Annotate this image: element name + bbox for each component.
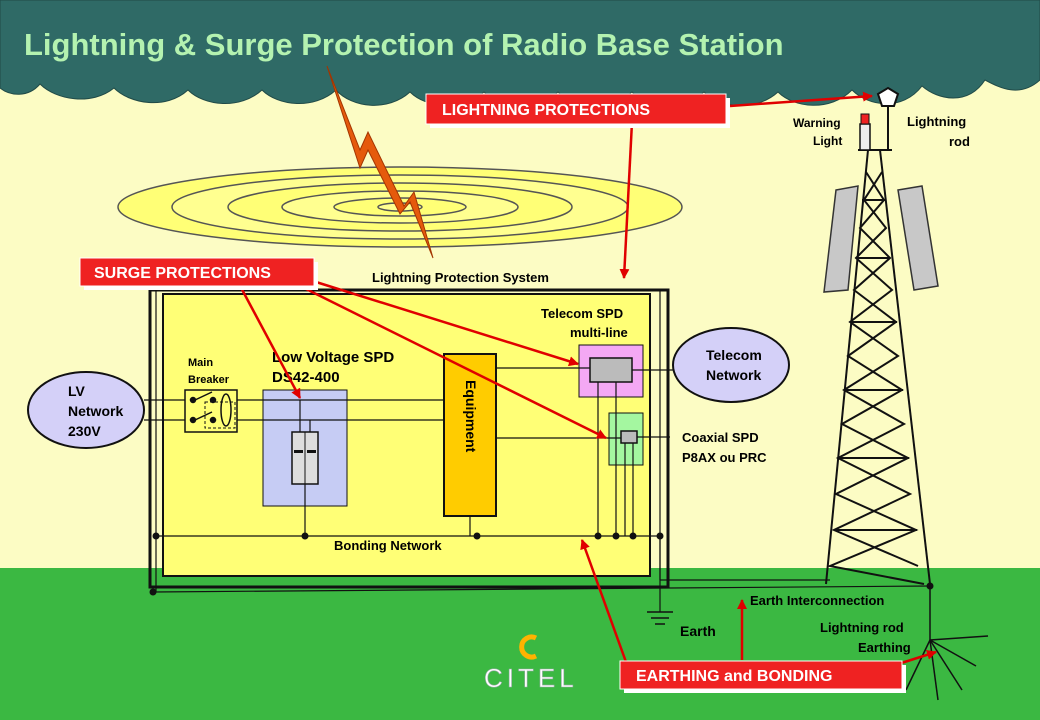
building <box>162 293 651 577</box>
citel-logo-text: CITEL <box>484 663 578 693</box>
lightning-rod-line-1: Lightning <box>907 114 966 129</box>
antenna-panel-right <box>897 185 939 291</box>
breaker-switch-icon <box>189 391 236 429</box>
radio-tower <box>825 106 931 585</box>
earth-label: Earth <box>680 623 716 639</box>
earth-ground-icon <box>647 611 673 625</box>
lv-spd-line-2: DS42-400 <box>272 369 340 386</box>
telecom-network-line-1: Telecom <box>706 347 762 363</box>
lv-network-line-3: 230V <box>68 423 101 439</box>
callout-arrows <box>236 91 937 668</box>
page-title: Lightning & Surge Protection of Radio Ba… <box>24 27 784 62</box>
warning-light-line-1: Warning <box>793 116 841 130</box>
telecom-network-line-2: Network <box>706 367 761 383</box>
coaxial-spd-line-1: Coaxial SPD <box>682 430 759 445</box>
coaxial-spd-line-2: P8AX ou PRC <box>682 450 767 465</box>
label-surge-protections: SURGE PROTECTIONS <box>79 257 318 290</box>
lightning-rod-line-2: rod <box>949 134 970 149</box>
earth-interconnection-label: Earth Interconnection <box>750 593 884 608</box>
rod-earthing-line-1: Lightning rod <box>820 620 904 635</box>
coaxial-spd-module-icon <box>620 430 638 444</box>
antenna-panel-left <box>823 185 859 293</box>
warning-light-line-2: Light <box>813 134 842 148</box>
rod-earthing-line-2: Earthing <box>858 640 911 655</box>
bonding-network-label: Bonding Network <box>334 538 442 553</box>
lv-spd-module-icon <box>291 431 319 485</box>
junction-dots <box>149 532 934 596</box>
lv-spd-line-1: Low Voltage SPD <box>272 349 394 366</box>
telecom-spd-line-1: Telecom SPD <box>541 306 623 321</box>
wiring <box>144 290 931 612</box>
label-lightning-protections: LIGHTNING PROTECTIONS <box>425 93 730 128</box>
lightning-rod-icon <box>876 86 900 107</box>
main-breaker-line-2: Breaker <box>188 374 230 386</box>
telecom-spd-module-icon <box>589 357 633 383</box>
lightning-protections-text: LIGHTNING PROTECTIONS <box>442 102 650 119</box>
warning-light-icon <box>859 113 871 151</box>
lps-label: Lightning Protection System <box>372 270 549 285</box>
equipment-label: Equipment <box>463 380 479 453</box>
lv-network-line-2: Network <box>68 403 123 419</box>
telecom-network <box>672 327 790 403</box>
lightning-protection-frame <box>148 288 670 589</box>
citel-logo: CITEL <box>484 634 578 693</box>
lv-network-line-1: LV <box>68 383 86 399</box>
telecom-spd-line-2: multi-line <box>570 325 628 340</box>
earthing-bonding-text: EARTHING and BONDING <box>636 668 832 685</box>
lightning-bolt-icon <box>326 65 434 259</box>
lv-network <box>27 371 145 449</box>
label-earthing-bonding: EARTHING and BONDING <box>619 660 906 693</box>
surge-protections-text: SURGE PROTECTIONS <box>94 265 271 282</box>
main-breaker-line-1: Main <box>188 357 213 369</box>
